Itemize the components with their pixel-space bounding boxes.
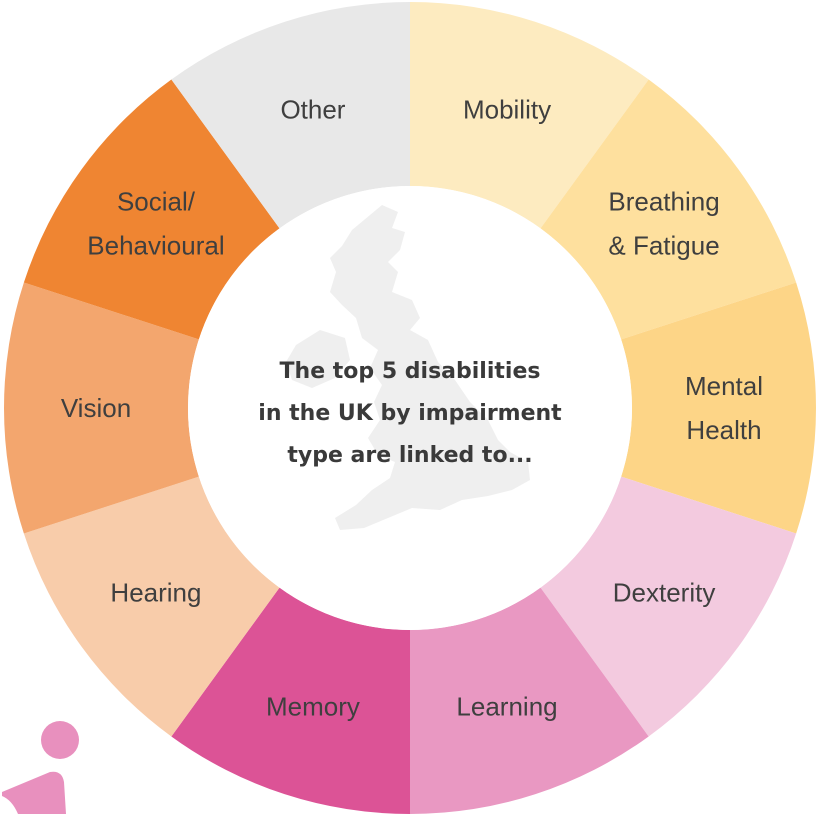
segment-label: Hearing	[110, 578, 201, 608]
segment-learning	[410, 587, 649, 814]
segment-label: Dexterity	[613, 578, 716, 608]
center-text-line-3: type are linked to...	[287, 443, 532, 468]
segment-label-line: Dexterity	[613, 578, 716, 608]
segment-label-line: Health	[686, 415, 761, 445]
person-icon	[2, 721, 79, 814]
segment-hearing	[23, 476, 280, 737]
center-text: The top 5 disabilities in the UK by impa…	[258, 359, 562, 468]
segment-memory	[171, 587, 410, 814]
uk-map-icon	[286, 205, 530, 530]
segment-label-line: & Fatigue	[608, 230, 719, 260]
segment-label-line: Other	[280, 94, 345, 124]
segment-vision	[3, 282, 199, 534]
center-text-line-1: The top 5 disabilities	[280, 359, 541, 384]
segment-label: Vision	[61, 393, 131, 423]
segment-label-line: Hearing	[110, 578, 201, 608]
segment-label-line: Breathing	[608, 186, 719, 216]
segment-label-line: Mobility	[463, 94, 551, 124]
segment-label-line: Vision	[61, 393, 131, 423]
segment-other	[171, 2, 410, 229]
segment-label: Social/Behavioural	[87, 186, 224, 260]
segment-label: Learning	[456, 692, 557, 722]
segment-mobility	[410, 2, 649, 229]
segment-label: Breathing & Fatigue	[608, 186, 719, 260]
segment-dexterity	[540, 476, 797, 737]
segment-social-behavioural	[23, 79, 280, 340]
segment-label-line: Memory	[266, 692, 360, 722]
segment-label-line: Mental	[685, 371, 763, 401]
segment-label: Other	[280, 94, 345, 124]
center-text-line-2: in the UK by impairment	[258, 401, 562, 426]
segment-breathing-fatigue	[540, 79, 797, 340]
segment-label-line: Social/	[117, 186, 196, 216]
segment-mental-health	[621, 282, 816, 534]
segment-label: Memory	[266, 692, 360, 722]
segment-label-line: Learning	[456, 692, 557, 722]
segment-label: Mobility	[463, 94, 551, 124]
segment-label-line: Behavioural	[87, 230, 224, 260]
